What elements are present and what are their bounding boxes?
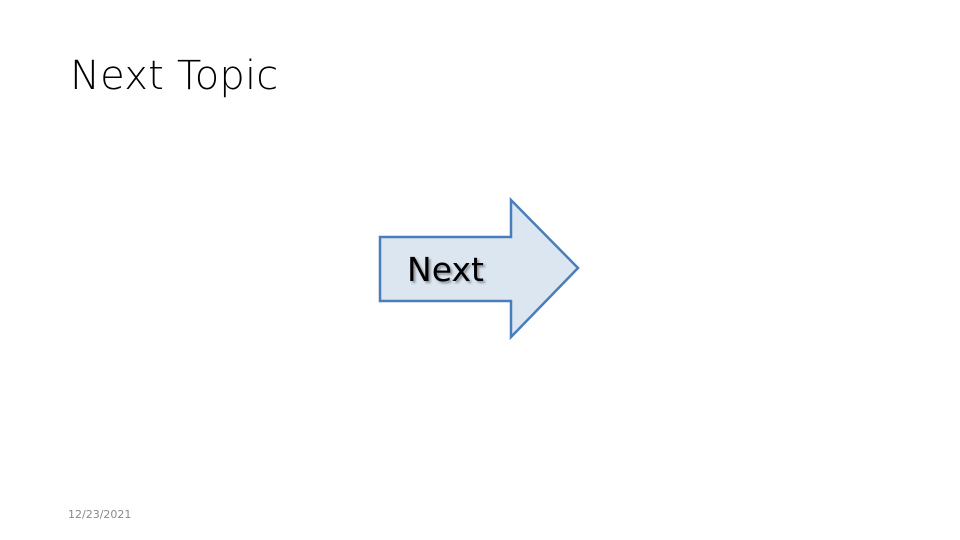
footer-date: 12/23/2021 — [68, 508, 132, 521]
page-title: Next Topic — [70, 53, 279, 99]
arrow-shape — [378, 196, 580, 341]
right-block-arrow-icon[interactable] — [372, 192, 586, 346]
arrow-svg — [378, 196, 580, 341]
